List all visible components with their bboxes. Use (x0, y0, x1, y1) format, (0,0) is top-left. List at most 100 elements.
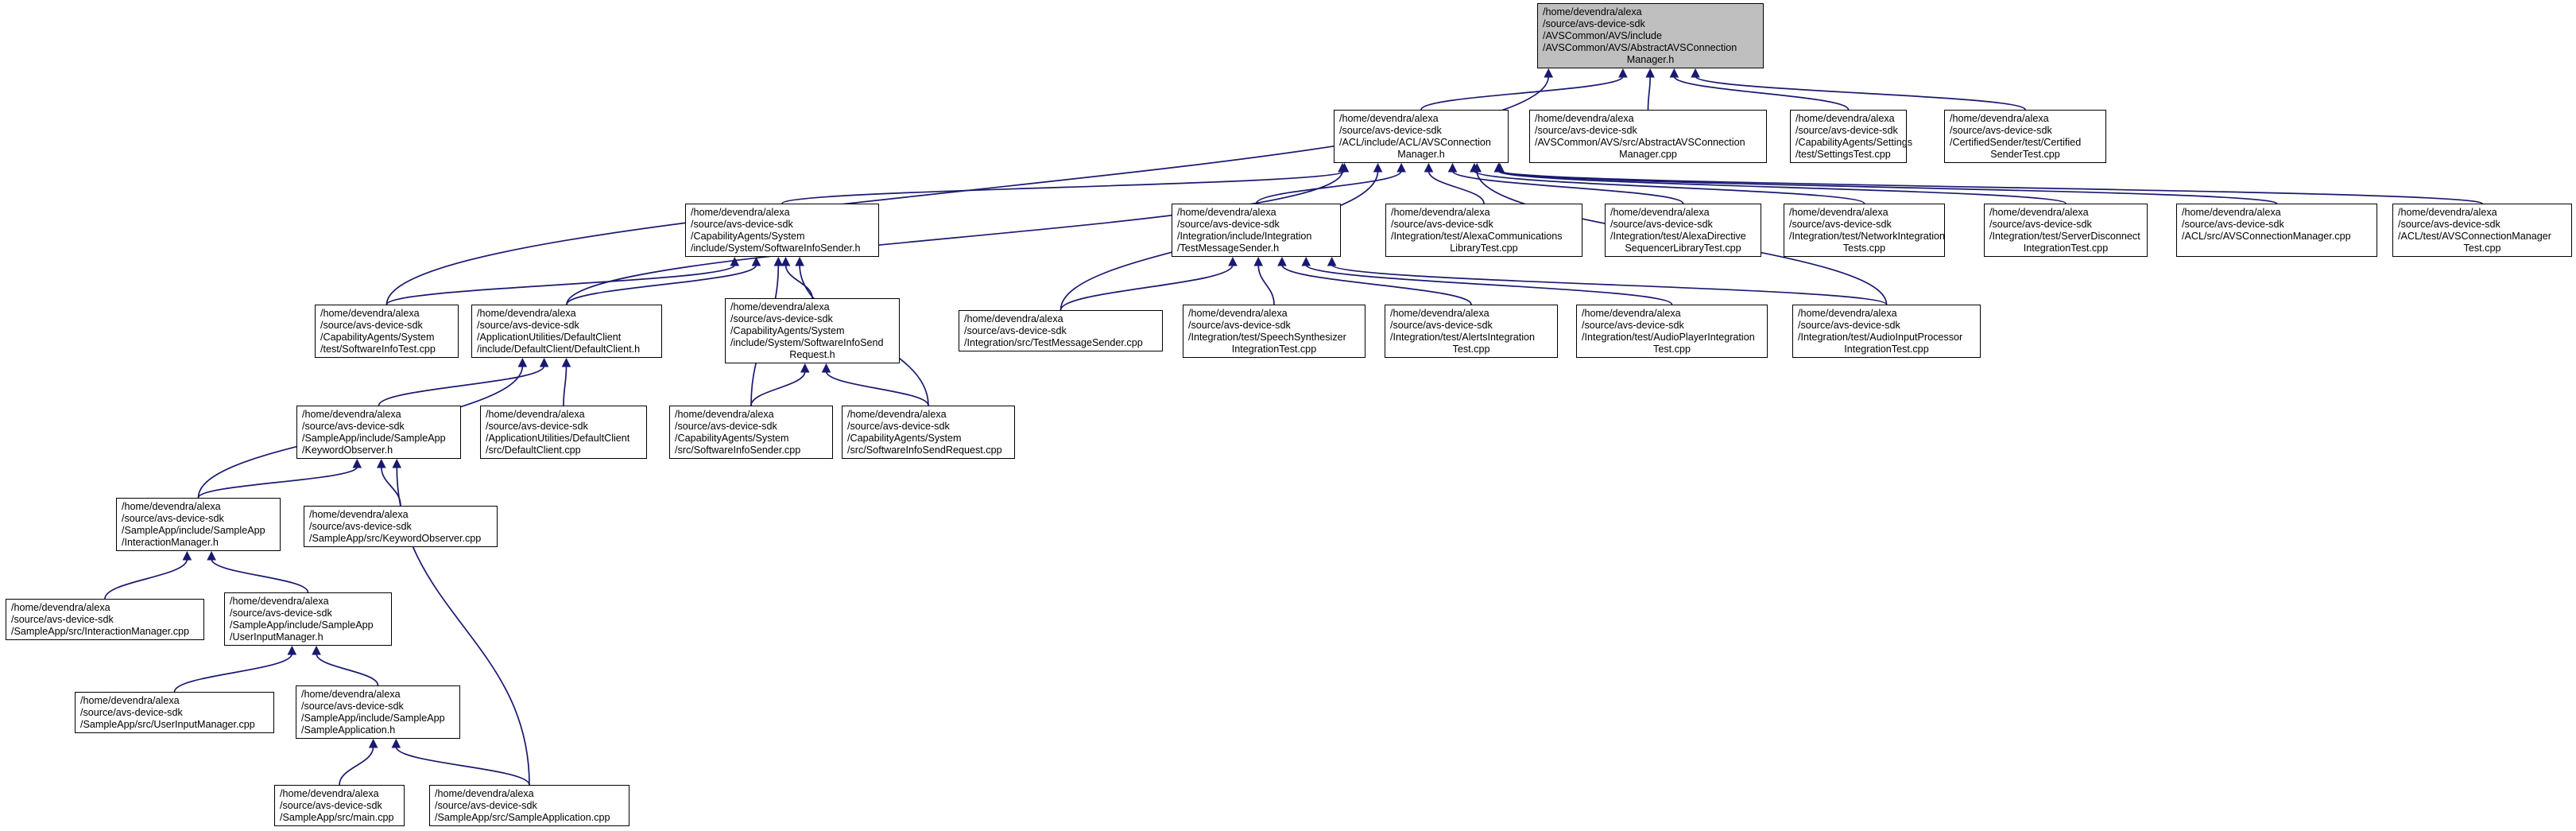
edge-arrowhead (795, 256, 804, 266)
node-label-line: /home/devendra/alexa (122, 501, 221, 512)
file-node[interactable]: /home/devendra/alexa/source/avs-device-s… (75, 692, 274, 733)
edge-arrowhead (1301, 256, 1311, 266)
node-label-line: /Integration/test/SpeechSynthesizer (1188, 332, 1346, 343)
node-label-line: /home/devendra/alexa (691, 207, 790, 218)
node-label-line: /home/devendra/alexa (1339, 113, 1439, 124)
node-label-line: /Integration/test/AlexaDirective (1610, 231, 1746, 242)
node-label-line: /home/devendra/alexa (1989, 207, 2089, 218)
dependency-edge (1255, 170, 1402, 204)
node-label-line: /home/devendra/alexa (320, 308, 420, 319)
file-node[interactable]: /home/devendra/alexa/source/avs-device-s… (471, 305, 662, 358)
file-node[interactable]: /home/devendra/alexa/source/avs-device-s… (959, 310, 1163, 351)
dependency-edge (385, 264, 736, 305)
dependency-edge (1647, 76, 1651, 111)
file-node[interactable]: /home/devendra/alexa/source/avs-device-s… (429, 785, 629, 826)
file-node[interactable]: /home/devendra/alexa/source/avs-device-s… (1784, 204, 1945, 257)
node-label-line: /include/System/SoftwareInfoSender.h (691, 243, 861, 254)
file-node[interactable]: /home/devendra/alexa/source/avs-device-s… (1792, 305, 1981, 358)
dependency-edge (566, 264, 757, 305)
edge-arrowhead (312, 645, 321, 655)
file-node[interactable]: /home/devendra/alexa/source/avs-device-s… (296, 406, 461, 459)
file-node[interactable]: /home/devendra/alexa/source/avs-device-s… (296, 685, 460, 739)
file-node[interactable]: /home/devendra/alexa/source/avs-device-s… (1984, 204, 2148, 257)
node-label-line: /home/devendra/alexa (1543, 6, 1642, 17)
node-label-line: /CapabilityAgents/System (847, 433, 962, 444)
file-node[interactable]: /home/devendra/alexa/source/avs-device-s… (725, 298, 900, 363)
file-node[interactable]: /home/devendra/alexa/source/avs-device-s… (1790, 110, 1912, 163)
file-node[interactable]: /home/devendra/alexa/source/avs-device-s… (1385, 204, 1582, 257)
dependency-edge (1257, 264, 1275, 305)
file-node[interactable]: /home/devendra/alexa/source/avs-device-s… (274, 785, 405, 826)
node-label-line: /ACL/test/AVSConnectionManager (2398, 231, 2551, 242)
node-label-line: /source/avs-device-sdk (122, 513, 224, 524)
file-node[interactable]: /home/devendra/alexa/source/avs-device-s… (842, 406, 1015, 459)
node-label-line: /AVSCommon/AVS/src/AbstractAVSConnection (1535, 137, 1745, 148)
file-node[interactable]: /home/devendra/alexa/source/avs-device-s… (116, 498, 281, 551)
node-label-line: /source/avs-device-sdk (301, 701, 404, 712)
file-node[interactable]: /home/devendra/alexa/source/avs-device-s… (1172, 204, 1341, 257)
dependency-edge (211, 558, 309, 593)
edge-arrowhead (517, 357, 528, 367)
file-node[interactable]: /home/devendra/alexa/source/avs-device-s… (480, 406, 647, 459)
node-label-line: /source/avs-device-sdk (1543, 18, 1645, 29)
node-label-line: /Integration/test/AudioPlayerIntegration (1582, 332, 1755, 343)
edge-arrowhead (1253, 256, 1264, 266)
file-node[interactable]: /home/devendra/alexa/source/avs-device-s… (1529, 110, 1767, 163)
edge-arrowhead (1338, 162, 1347, 173)
file-node[interactable]: /home/devendra/alexa/source/avs-device-s… (6, 599, 204, 640)
node-label-line: /SampleApp/include/SampleApp (302, 433, 446, 444)
file-node[interactable]: /home/devendra/alexa/source/avs-device-s… (1334, 110, 1509, 163)
dependency-edge (750, 371, 806, 406)
file-node[interactable]: /home/devendra/alexa/source/avs-device-s… (2392, 204, 2572, 257)
node-label-line: Manager.cpp (1619, 149, 1677, 160)
dependency-edge (1427, 170, 1485, 204)
node-label-line: /home/devendra/alexa (1391, 207, 1490, 218)
file-node[interactable]: /home/devendra/alexa/source/avs-device-s… (1183, 305, 1365, 358)
dependency-edge (339, 746, 374, 786)
node-label-line: /home/devendra/alexa (2182, 207, 2281, 218)
file-node[interactable]: /home/devendra/alexa/source/avs-device-s… (315, 305, 459, 358)
node-label-line: /source/avs-device-sdk (1535, 125, 1637, 136)
node-label-line: /home/devendra/alexa (847, 409, 947, 420)
node-label-line: /home/devendra/alexa (11, 602, 110, 613)
edge-arrowhead (1396, 162, 1406, 173)
node-label-line: IntegrationTest.cpp (2023, 243, 2109, 254)
edge-arrowhead (773, 256, 784, 266)
node-label-line: /home/devendra/alexa (1582, 308, 1681, 319)
file-node[interactable]: /home/devendra/alexa/source/avs-device-s… (224, 592, 392, 646)
file-node[interactable]: /home/devendra/alexa/source/avs-device-s… (1944, 110, 2106, 163)
node-label-line: /source/avs-device-sdk (1582, 320, 1684, 331)
file-node[interactable]: /home/devendra/alexa/source/avs-device-s… (304, 506, 498, 547)
node-label-line: /source/avs-device-sdk (1795, 125, 1898, 136)
dependency-edge (378, 365, 545, 406)
node-label-line: /TestMessageSender.h (1177, 243, 1280, 254)
edge-arrowhead (751, 256, 761, 266)
file-node[interactable]: /home/devendra/alexa/source/avs-device-s… (1605, 204, 1761, 257)
edge-arrowhead (287, 645, 297, 655)
file-node[interactable]: /home/devendra/alexa/source/avs-device-s… (669, 406, 833, 459)
node-label-line: /test/SettingsTest.cpp (1795, 149, 1891, 160)
node-label-line: /source/avs-device-sdk (11, 614, 114, 625)
node-label-line: /CapabilityAgents/System (691, 231, 805, 242)
node-label-line: /home/devendra/alexa (1610, 207, 1710, 218)
node-label-line: /InteractionManager.h (122, 537, 219, 548)
node-label-line: /Integration/include/Integration (1177, 231, 1312, 242)
node-label-line: Test.cpp (1653, 344, 1691, 355)
node-label-line: /home/devendra/alexa (1188, 308, 1288, 319)
file-node[interactable]: /home/devendra/alexa/source/avs-device-s… (685, 204, 879, 257)
edge-arrowhead (1447, 162, 1458, 173)
edge-arrowhead (1618, 68, 1628, 78)
node-label-line: /source/avs-device-sdk (280, 800, 382, 811)
node-label-line: LibraryTest.cpp (1450, 243, 1518, 254)
file-node[interactable]: /home/devendra/alexa/source/avs-device-s… (2176, 204, 2377, 257)
file-node[interactable]: /home/devendra/alexa/source/avs-device-s… (1385, 305, 1558, 358)
node-label-line: /source/avs-device-sdk (2398, 219, 2500, 230)
node-label-line: /source/avs-device-sdk (1188, 320, 1291, 331)
dependency-edge (1673, 76, 1850, 111)
file-node[interactable]: /home/devendra/alexa/source/avs-device-s… (1576, 305, 1768, 358)
edge-arrowhead (1645, 68, 1655, 78)
edge-arrowhead (1277, 256, 1287, 266)
dependency-edge (1497, 170, 2067, 204)
edge-arrowhead (1228, 256, 1238, 266)
